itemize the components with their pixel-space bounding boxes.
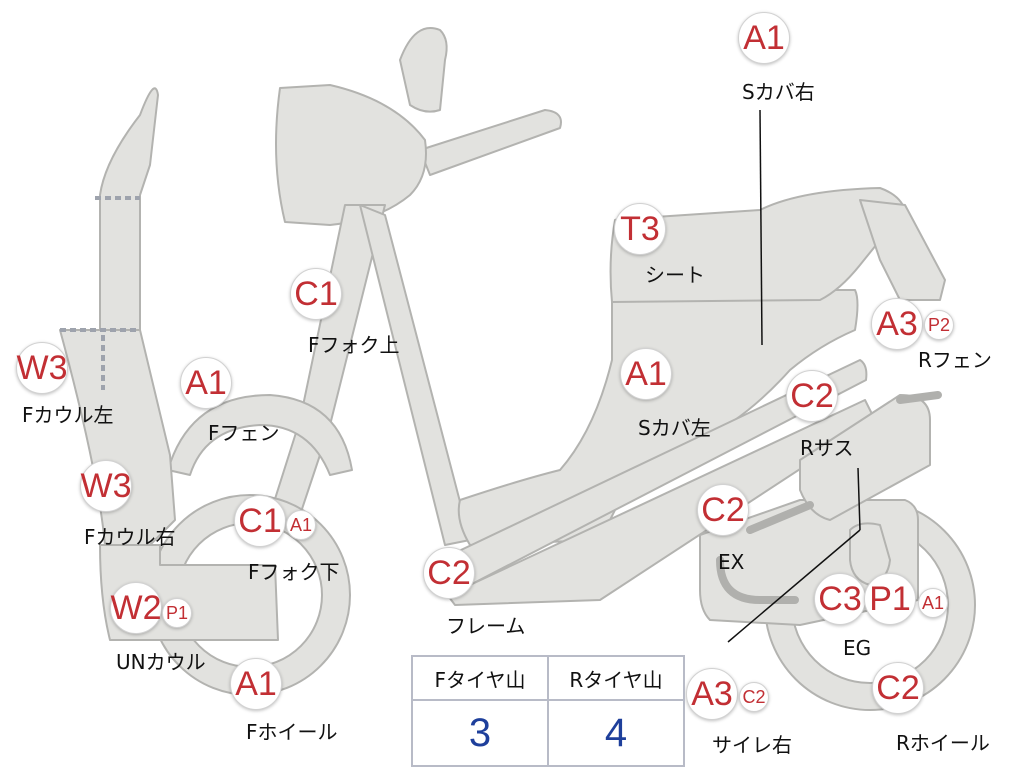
handlebar-shape bbox=[419, 109, 562, 176]
exhaust-grade-badge: C2 bbox=[697, 484, 749, 536]
seat-label: シート bbox=[645, 263, 705, 287]
engine-label: EG bbox=[843, 636, 872, 660]
r-suspension-grade-badge: C2 bbox=[786, 370, 838, 422]
rear-tyre-header: Rタイヤ山 bbox=[547, 655, 685, 701]
f-fork-upper-grade-badge: C1 bbox=[290, 268, 342, 320]
r-fender-label: Rフェン bbox=[918, 348, 992, 372]
under-cowl-grade-badge: W2 bbox=[110, 582, 162, 634]
frame-rail-shape bbox=[439, 359, 868, 586]
f-fork-lower-sub-badge: A1 bbox=[286, 510, 316, 540]
rear-fender-shape bbox=[859, 199, 946, 301]
silencer-right-sub-badge: C2 bbox=[739, 682, 769, 712]
r-wheel-grade-badge: C2 bbox=[872, 662, 924, 714]
headlight-shape bbox=[275, 84, 427, 226]
engine-grade-badge: C3 bbox=[814, 573, 866, 625]
tyre-tread-table: Fタイヤ山 Rタイヤ山 3 4 bbox=[411, 655, 685, 767]
s-cover-left-label: Sカバ左 bbox=[638, 416, 711, 440]
r-suspension-label: Rサス bbox=[800, 436, 854, 460]
seat-grade-badge: T3 bbox=[614, 203, 666, 255]
front-cowl-shape bbox=[99, 87, 159, 331]
under-cowl-label: UNカウル bbox=[116, 650, 206, 674]
leader-s-cover-right bbox=[759, 109, 763, 346]
f-fender-label: Fフェン bbox=[208, 421, 280, 445]
s-cover-right-label: Sカバ右 bbox=[742, 80, 815, 104]
rear-tyre-value: 4 bbox=[547, 699, 685, 767]
f-cowl-right-label: Fカウル右 bbox=[84, 525, 176, 549]
under-cowl-sub-badge: P1 bbox=[162, 598, 192, 628]
silencer-right-label: サイレ右 bbox=[712, 733, 792, 757]
frame-grade-badge: C2 bbox=[423, 547, 475, 599]
f-cowl-left-grade-badge: W3 bbox=[16, 342, 68, 394]
f-wheel-grade-badge: A1 bbox=[230, 658, 282, 710]
f-fender-grade-badge: A1 bbox=[180, 357, 232, 409]
f-fork-upper-label: Fフォク上 bbox=[308, 333, 400, 357]
r-fender-sub-badge: P2 bbox=[924, 310, 954, 340]
engine-grade2-badge: P1 bbox=[864, 573, 916, 625]
front-tyre-value: 3 bbox=[411, 699, 549, 767]
f-cowl-left-label: Fカウル左 bbox=[22, 403, 114, 427]
f-cowl-right-grade-badge: W3 bbox=[80, 460, 132, 512]
exhaust-pipe-shape bbox=[716, 556, 799, 604]
front-cowl-lower-shape bbox=[59, 329, 176, 546]
f-fork-lower-grade-badge: C1 bbox=[234, 495, 286, 547]
s-cover-left-grade-badge: A1 bbox=[620, 348, 672, 400]
f-fork-lower-label: Fフォク下 bbox=[248, 560, 340, 584]
frame-diagonal-shape bbox=[359, 204, 471, 546]
front-tyre-header: Fタイヤ山 bbox=[411, 655, 549, 701]
frame-label: フレーム bbox=[446, 614, 526, 638]
exhaust-label: EX bbox=[718, 550, 745, 574]
mirror-shape bbox=[399, 27, 448, 113]
leader-r-sus bbox=[857, 467, 861, 531]
s-cover-right-grade-badge: A1 bbox=[738, 12, 790, 64]
silencer-right-grade-badge: A3 bbox=[686, 668, 738, 720]
f-wheel-label: Fホイール bbox=[246, 720, 338, 744]
engine-sub-badge: A1 bbox=[918, 588, 948, 618]
r-wheel-label: Rホイール bbox=[896, 731, 990, 755]
leader-silencer bbox=[727, 529, 861, 643]
r-fender-grade-badge: A3 bbox=[871, 298, 923, 350]
